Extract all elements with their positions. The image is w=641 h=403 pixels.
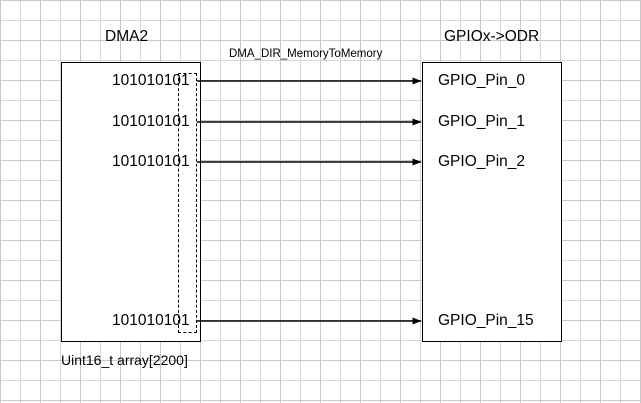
destination-block-title: GPIOx->ODR xyxy=(444,28,540,45)
transfer-direction-label: DMA_DIR_MemoryToMemory xyxy=(229,48,383,60)
gpio-odr-box xyxy=(422,62,562,342)
memory-word-2: 101010101 xyxy=(112,153,190,170)
dma2-memory-box xyxy=(61,62,201,342)
source-block-title: DMA2 xyxy=(105,28,149,45)
gpio-pin-label-15: GPIO_Pin_15 xyxy=(438,312,534,329)
memory-word-3: 101010101 xyxy=(112,312,190,329)
memory-word-0: 101010101 xyxy=(112,72,190,89)
gpio-pin-label-0: GPIO_Pin_0 xyxy=(438,72,526,89)
memory-word-1: 101010101 xyxy=(112,113,190,130)
gpio-pin-label-2: GPIO_Pin_2 xyxy=(438,153,526,170)
gpio-pin-label-1: GPIO_Pin_1 xyxy=(438,113,526,130)
array-caption: Uint16_t array[2200] xyxy=(61,352,188,368)
dma-channel-dashed-region xyxy=(178,73,197,333)
